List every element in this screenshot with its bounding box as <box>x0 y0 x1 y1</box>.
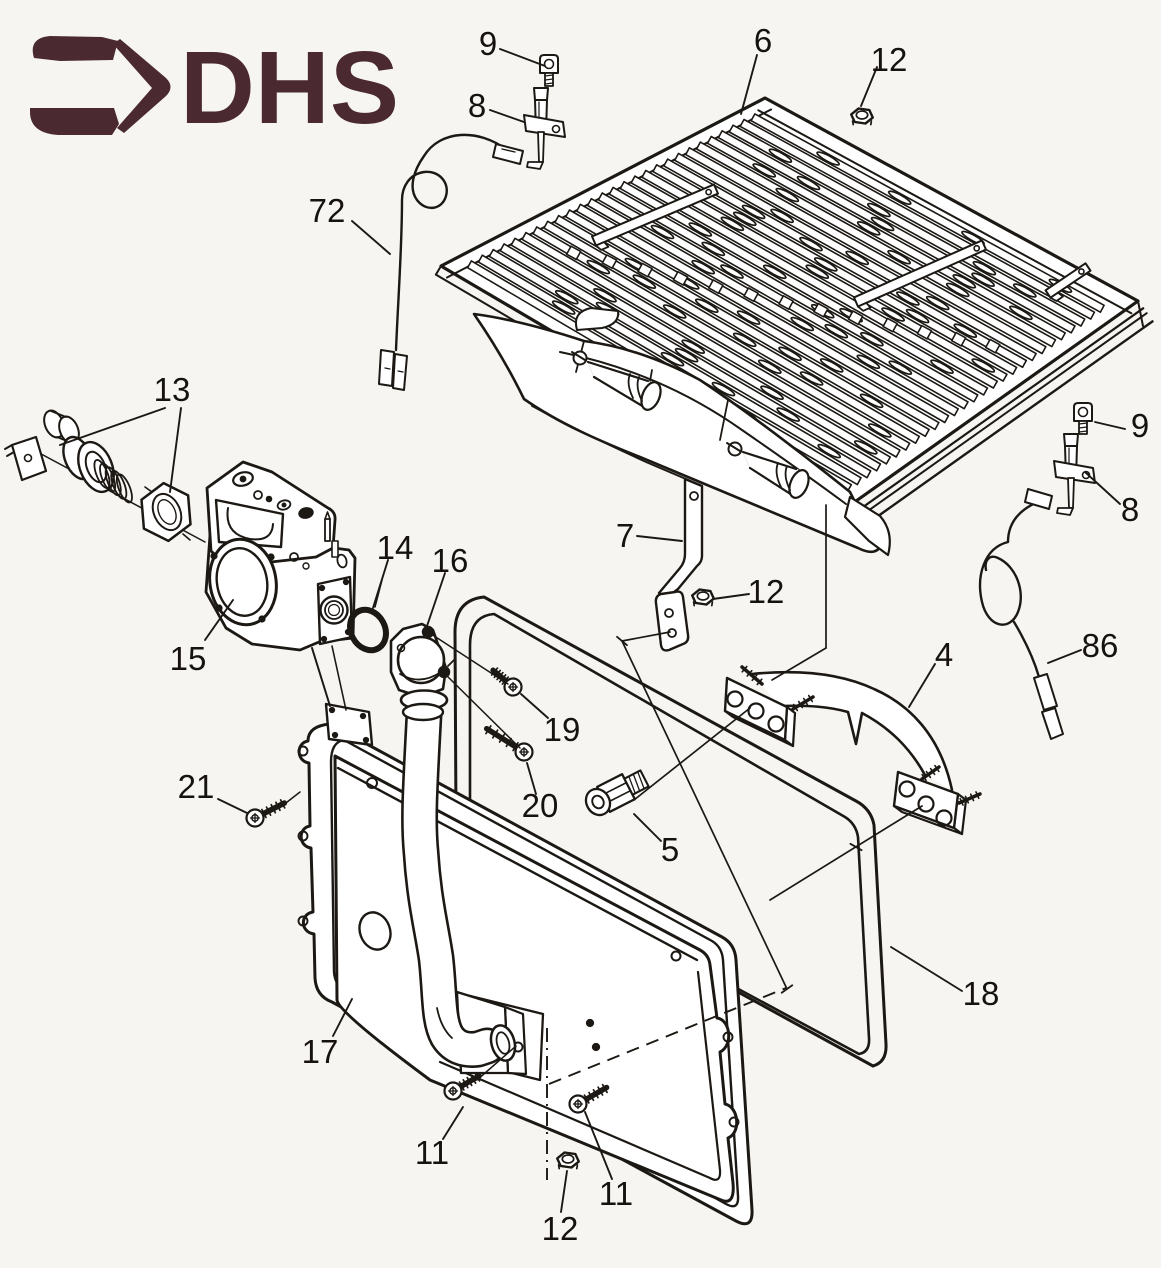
svg-text:17: 17 <box>302 1033 339 1070</box>
svg-text:12: 12 <box>748 573 785 610</box>
svg-text:9: 9 <box>1131 407 1149 444</box>
svg-text:12: 12 <box>542 1210 579 1247</box>
svg-text:11: 11 <box>599 1175 633 1212</box>
svg-text:4: 4 <box>935 636 953 673</box>
svg-text:9: 9 <box>479 25 497 62</box>
svg-text:12: 12 <box>871 41 908 78</box>
svg-text:13: 13 <box>154 371 191 408</box>
svg-text:19: 19 <box>544 711 581 748</box>
svg-text:8: 8 <box>1121 491 1139 528</box>
svg-text:8: 8 <box>468 87 486 124</box>
svg-text:72: 72 <box>309 192 346 229</box>
svg-text:14: 14 <box>377 529 414 566</box>
svg-text:86: 86 <box>1082 627 1119 664</box>
svg-text:21: 21 <box>178 768 215 805</box>
svg-text:18: 18 <box>963 975 1000 1012</box>
svg-text:20: 20 <box>522 787 559 824</box>
svg-text:5: 5 <box>661 831 679 868</box>
svg-text:11: 11 <box>415 1134 449 1171</box>
svg-text:DHS: DHS <box>180 30 399 145</box>
svg-text:16: 16 <box>432 542 469 579</box>
svg-text:7: 7 <box>616 517 634 554</box>
svg-text:15: 15 <box>170 640 207 677</box>
svg-text:6: 6 <box>754 22 772 59</box>
